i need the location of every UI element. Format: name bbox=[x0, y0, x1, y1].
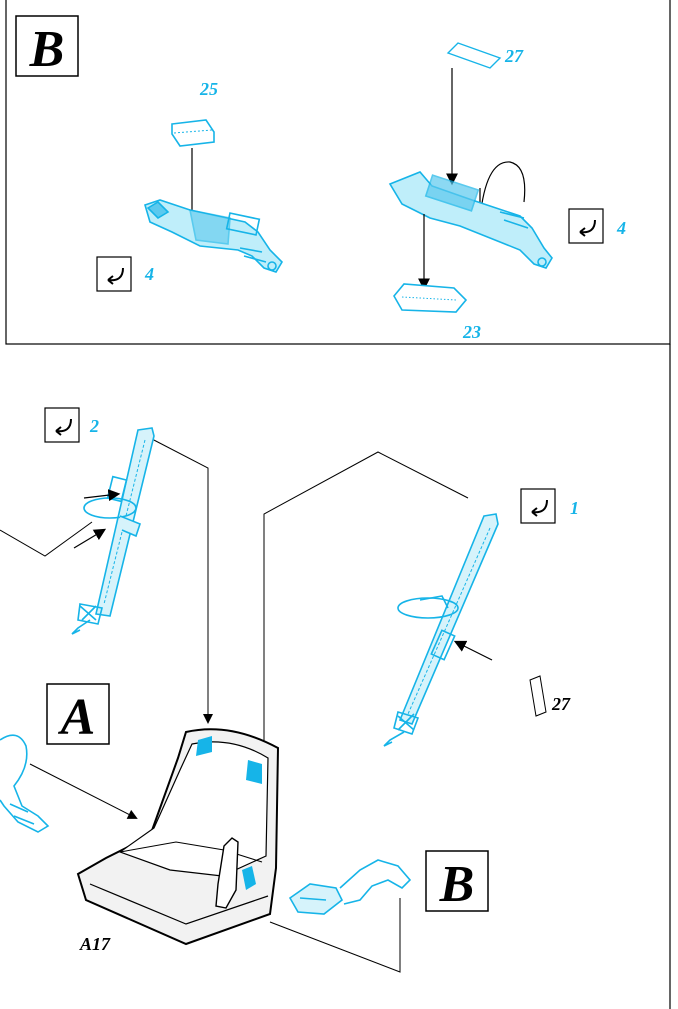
part-23-pad bbox=[393, 283, 468, 313]
part-27-label-top: 27 bbox=[504, 46, 524, 66]
bend-arrow-icon bbox=[579, 219, 596, 237]
belt-assembly-right bbox=[388, 171, 553, 269]
bend-box-right-top bbox=[568, 208, 604, 244]
bend-num-right-top: 4 bbox=[616, 218, 626, 238]
leader-belt-1 bbox=[259, 451, 469, 756]
part-25-pad bbox=[171, 119, 215, 147]
bend-num-1: 1 bbox=[570, 498, 579, 518]
seat-a17 bbox=[76, 728, 280, 946]
leader-b bbox=[269, 898, 401, 973]
part-25-label: 25 bbox=[199, 79, 218, 99]
belt-assembly-left bbox=[144, 199, 284, 273]
leader-belt-2 bbox=[149, 437, 213, 724]
letter-b-bottom: B bbox=[439, 856, 475, 913]
bend-arrow-icon bbox=[107, 267, 124, 285]
belt-fragment-left bbox=[0, 734, 50, 833]
part-27-label-bottom: 27 bbox=[551, 694, 571, 714]
bend-box-left-top bbox=[96, 256, 132, 292]
letter-box-b-bottom bbox=[425, 850, 489, 912]
seat-strap-slot-right bbox=[246, 760, 262, 784]
fold-arrow bbox=[479, 161, 526, 219]
bend-num-2: 2 bbox=[89, 416, 99, 436]
seat-label: A17 bbox=[79, 934, 111, 954]
main-assembly: 2 1 27 A bbox=[0, 407, 579, 973]
letter-box-a bbox=[46, 683, 110, 745]
leader-a bbox=[29, 763, 138, 819]
shoulder-belt-left bbox=[71, 427, 155, 635]
letter-box-b-top bbox=[15, 15, 79, 77]
panel-frame bbox=[5, 0, 671, 345]
bend-box-1 bbox=[520, 488, 556, 524]
part-27-top bbox=[446, 42, 502, 69]
bend-num-left-top: 4 bbox=[144, 264, 154, 284]
detail-b-panel: B 25 4 27 bbox=[5, 0, 671, 345]
seat-strap-slot-left bbox=[196, 736, 212, 756]
letter-a: A bbox=[58, 689, 96, 746]
letter-b-top: B bbox=[29, 21, 65, 78]
bend-arrow-icon bbox=[55, 418, 72, 436]
part-23-label: 23 bbox=[462, 322, 481, 342]
bend-arrow-icon bbox=[531, 499, 548, 517]
lap-belt-cluster bbox=[288, 859, 412, 915]
part-27-strip bbox=[529, 675, 547, 717]
bend-box-2 bbox=[44, 407, 80, 443]
shoulder-belt-right bbox=[383, 513, 499, 747]
